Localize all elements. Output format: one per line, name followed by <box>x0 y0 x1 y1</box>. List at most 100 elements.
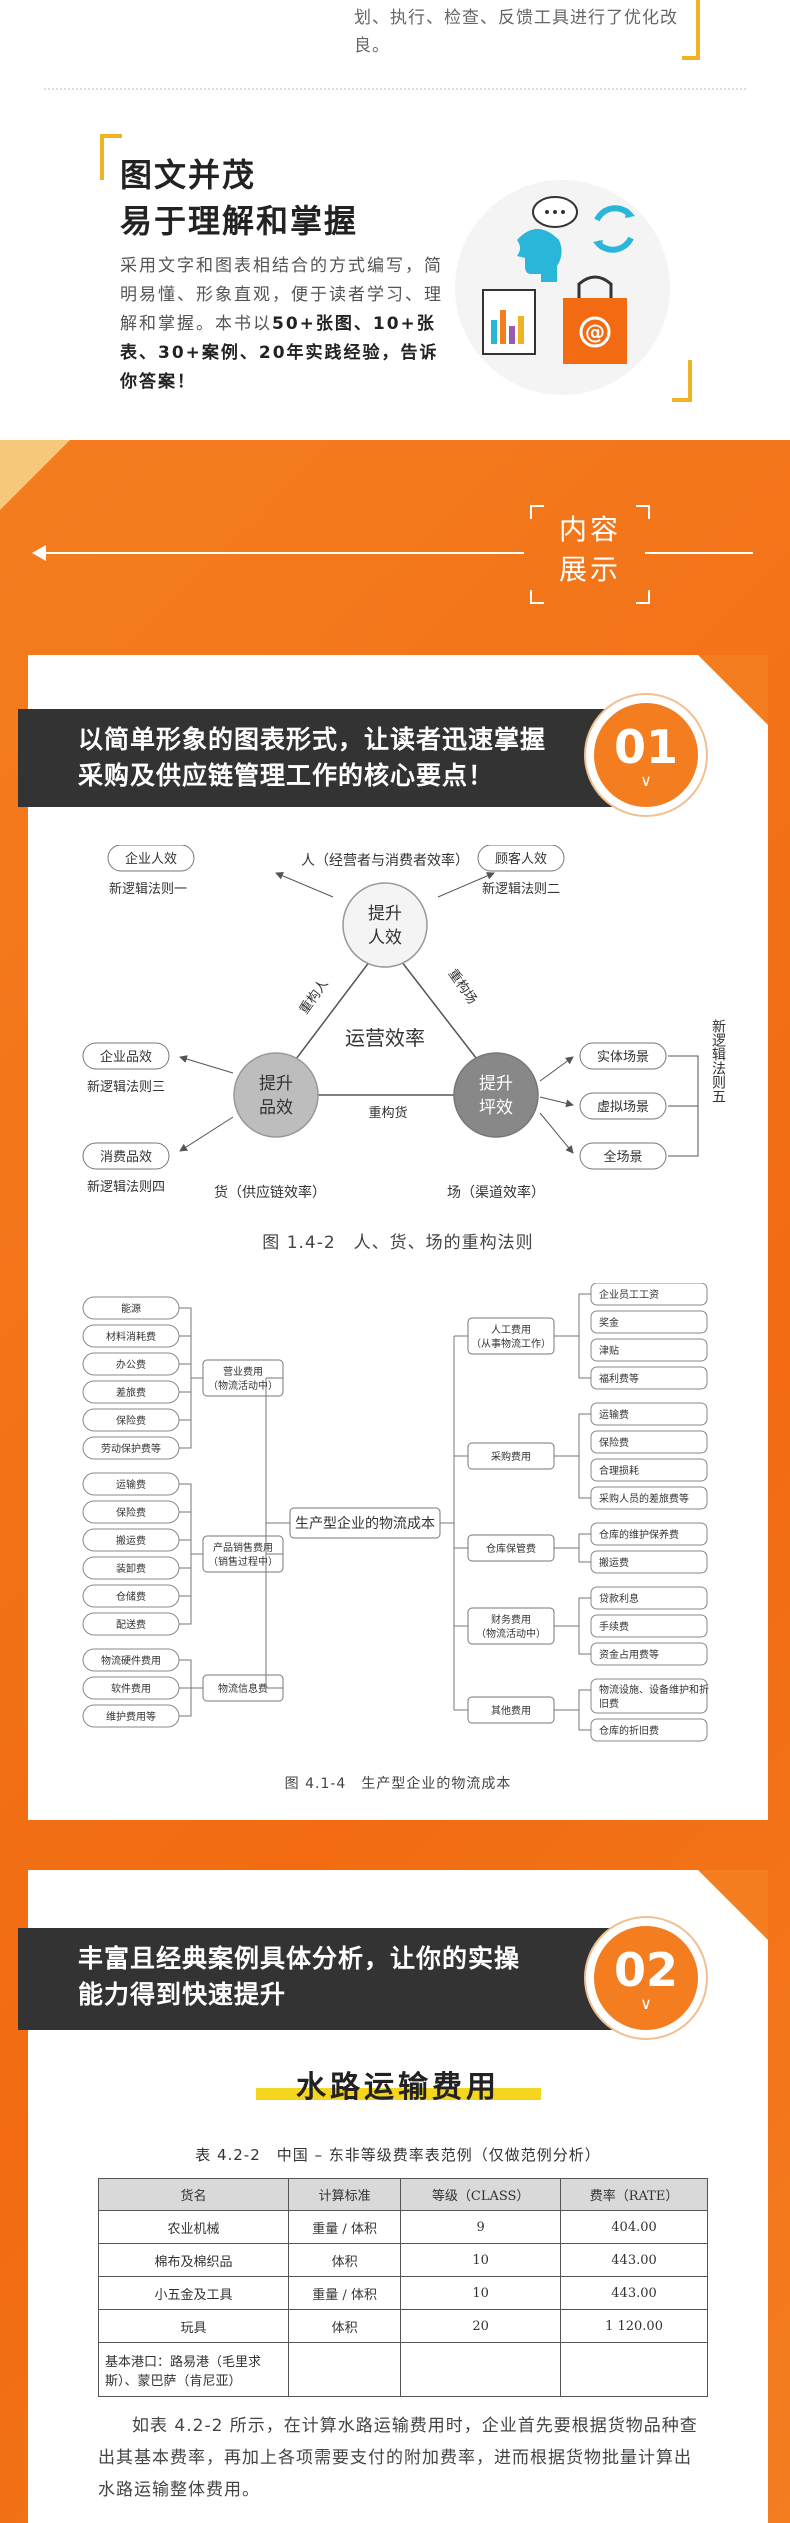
cost-item-box <box>590 1430 708 1454</box>
circle-people <box>342 882 428 968</box>
cost-item-label: 贷款利息 <box>599 1592 639 1605</box>
divider <box>645 552 753 554</box>
content-card-2: 丰富且经典案例具体分析，让你的实操 能力得到快速提升 02 ∨ 水路运输费用 表… <box>18 1870 768 2523</box>
arrow-icon <box>593 240 603 250</box>
cost-item-label: 仓库的维护保养费 <box>599 1528 679 1541</box>
rule-label: 新逻辑法则四 <box>87 1179 165 1195</box>
cost-item-label: 手续费 <box>599 1620 629 1633</box>
banner-line1: 以简单形象的图表形式，让读者迅速掌握 <box>78 725 547 754</box>
bracket-line <box>578 1413 591 1499</box>
cost-item-label: 采购人员的差旅费等 <box>599 1492 689 1505</box>
node-box <box>82 1142 170 1170</box>
card-banner: 丰富且经典案例具体分析，让你的实操 能力得到快速提升 <box>18 1928 658 2030</box>
table-cell <box>287 2342 402 2397</box>
arrow-icon <box>625 208 635 218</box>
node-box <box>579 1042 667 1070</box>
card-banner: 以简单形象的图表形式，让读者迅速掌握 采购及供应链管理工作的核心要点！ <box>18 709 658 807</box>
cost-item-label: 配送费 <box>116 1618 146 1631</box>
cost-group-label: 采购费用 <box>491 1450 531 1463</box>
table-cell: 443.00 <box>560 2243 708 2277</box>
node-label: 全场景 <box>603 1149 642 1165</box>
cost-item-label: 办公费 <box>116 1358 146 1371</box>
table-header: 费率（RATE） <box>560 2178 708 2211</box>
circle-place <box>453 1052 539 1138</box>
table-header-row: 货名 计算标准 等级（CLASS） 费率（RATE） <box>98 2178 708 2211</box>
decor-bracket <box>530 590 544 604</box>
figure-caption: 图 4.1-4 生产型企业的物流成本 <box>284 1776 512 1792</box>
decor-bracket <box>636 505 650 519</box>
banner-line2: 能力得到快速提升 <box>78 1980 287 2009</box>
cost-item-label: 材料消耗费 <box>106 1330 156 1343</box>
cost-group-label: 营业费用 <box>223 1365 263 1378</box>
decor-corner <box>0 440 70 510</box>
circle-label: 坪效 <box>479 1098 513 1118</box>
arrow-line <box>179 1055 234 1074</box>
table-header: 等级（CLASS） <box>400 2178 562 2211</box>
logistics-cost-diagram: 生产型企业的物流成本能源材料消耗费办公费差旅费保险费劳动保护费等营业费用（物流活… <box>82 1283 709 1742</box>
table-row: 小五金及工具 重量 / 体积 10 443.00 <box>98 2276 708 2310</box>
table-cell: 体积 <box>287 2243 402 2277</box>
cost-item-label: 搬运费 <box>599 1556 629 1569</box>
table-cell: 重量 / 体积 <box>287 2276 402 2310</box>
cost-item-label: 差旅费 <box>116 1386 146 1399</box>
feature-desc-plain: 采用文字和图表相结合的方式编写，简明易懂、形象直观，便于读者学习、理解和掌握。本… <box>120 256 443 334</box>
banner-line2: 采购及供应链管理工作的核心要点！ <box>78 761 495 790</box>
badge-number: 02 <box>613 1943 678 1997</box>
table-cell: 棉布及棉织品 <box>98 2243 289 2277</box>
cost-item-label: 软件费用 <box>111 1682 151 1695</box>
node-label: 企业人效 <box>125 851 177 867</box>
axis-label: 场（渠道效率） <box>447 1184 545 1201</box>
decor-bracket <box>100 134 122 180</box>
feature-desc-bold: 50+张图、10+张表、30+案例、20年实践经验，告诉你答案！ <box>120 314 439 392</box>
arrow-line <box>437 872 495 898</box>
bracket-line <box>578 1293 591 1379</box>
feature-title-line1: 图文并茂 <box>120 156 257 194</box>
body-paragraph: 如表 4.2-2 所示，在计算水路运输费用时，企业首先要根据货物品种查出其基本费… <box>98 2416 698 2500</box>
cost-item-label: 津贴 <box>599 1344 619 1357</box>
cost-item-label: 旧费 <box>599 1697 619 1710</box>
bracket-line <box>578 1533 591 1563</box>
table-cell: 基本港口：路易港（毛里求斯）、蒙巴萨（肯尼亚） <box>98 2342 289 2397</box>
axis-label: 货（供应链效率） <box>214 1184 326 1201</box>
decor-bracket <box>682 0 700 60</box>
circle-label: 提升 <box>259 1074 293 1094</box>
table-cell: 玩具 <box>98 2309 289 2343</box>
cost-group-label: 物流信息费 <box>218 1682 268 1695</box>
cost-item-label: 合理损耗 <box>599 1464 639 1477</box>
cost-item-label: 资金占用费等 <box>599 1648 659 1661</box>
node-label: 企业品效 <box>100 1049 152 1065</box>
cost-item-label: 装卸费 <box>116 1562 146 1575</box>
figure-caption: 图 1.4-2 人、货、场的重构法则 <box>262 1233 534 1253</box>
cost-item-label: 能源 <box>121 1302 141 1315</box>
cost-group-label: （物流活动中） <box>208 1379 278 1392</box>
cost-item-label: 物流设施、设备维护和折 <box>599 1683 709 1696</box>
center-label: 生产型企业的物流成本 <box>295 1515 435 1532</box>
circle-label: 提升 <box>479 1074 513 1094</box>
cost-item-label: 物流硬件费用 <box>101 1654 161 1667</box>
cost-item-label: 劳动保护费等 <box>101 1442 161 1455</box>
edge-line <box>397 956 484 1068</box>
arrow-line <box>179 1116 234 1152</box>
node-box <box>477 845 565 872</box>
arrow-line <box>275 872 334 898</box>
table-cell: 10 <box>400 2243 562 2277</box>
rule-label: 新逻辑法则五 <box>710 1019 726 1103</box>
edge-line <box>289 956 374 1068</box>
svg-text:@: @ <box>585 320 605 344</box>
circle-label: 人效 <box>368 928 402 948</box>
cost-item-label: 维护费用等 <box>106 1710 156 1723</box>
feature-title-line2: 易于理解和掌握 <box>120 202 359 240</box>
table-cell <box>560 2342 708 2397</box>
table-caption: 表 4.2-2 中国 – 东非等级费率表范例（仅做范例分析） <box>195 2146 601 2164</box>
node-box <box>107 845 195 872</box>
arrow-left-icon <box>32 545 46 561</box>
bracket-line <box>179 1307 192 1449</box>
chevron-down-icon: ∨ <box>640 1994 652 2013</box>
cost-item-label: 仓储费 <box>116 1590 146 1603</box>
shopping-bag-icon: @ <box>563 275 627 364</box>
cost-group-label: 人工费用 <box>491 1323 531 1336</box>
number-badge: 02 ∨ <box>586 1918 706 2038</box>
cost-item-box <box>590 1458 708 1482</box>
bracket-line <box>578 1597 591 1655</box>
badge-number: 01 <box>613 720 678 774</box>
